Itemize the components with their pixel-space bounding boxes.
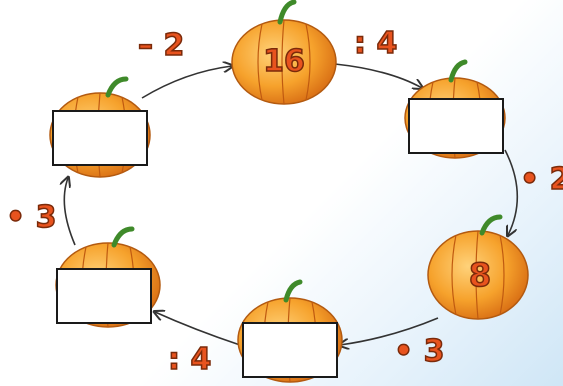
pumpkin-top — [231, 0, 337, 105]
arrows — [64, 63, 519, 346]
arrow-upper-left-to-top — [141, 66, 232, 99]
operation-bottom-right: • 3 — [393, 333, 445, 370]
arrow-top-to-upper-right — [334, 63, 422, 88]
operation-top-left: – 2 — [137, 27, 185, 64]
arrow-upper-right-to-lower-right — [504, 149, 519, 235]
operation-top-right: : 4 — [353, 25, 398, 62]
operation-left: • 3 — [5, 199, 57, 236]
answer-box-upper-right[interactable] — [408, 98, 504, 154]
answer-box-upper-left[interactable] — [52, 110, 148, 166]
arrow-lower-right-to-bottom — [340, 317, 439, 345]
operation-bottom-left: : 4 — [167, 341, 212, 378]
pumpkin-lower-right — [427, 214, 529, 320]
answer-box-bottom[interactable] — [242, 322, 338, 378]
answer-box-lower-left[interactable] — [56, 268, 152, 324]
arrow-lower-left-to-upper-left — [64, 178, 76, 246]
pumpkin-value-lower-right: 8 — [468, 255, 492, 295]
pumpkin-value-top: 16 — [262, 43, 305, 80]
operation-right: • 2 — [519, 161, 563, 198]
arrow-bottom-to-lower-left — [155, 312, 241, 346]
